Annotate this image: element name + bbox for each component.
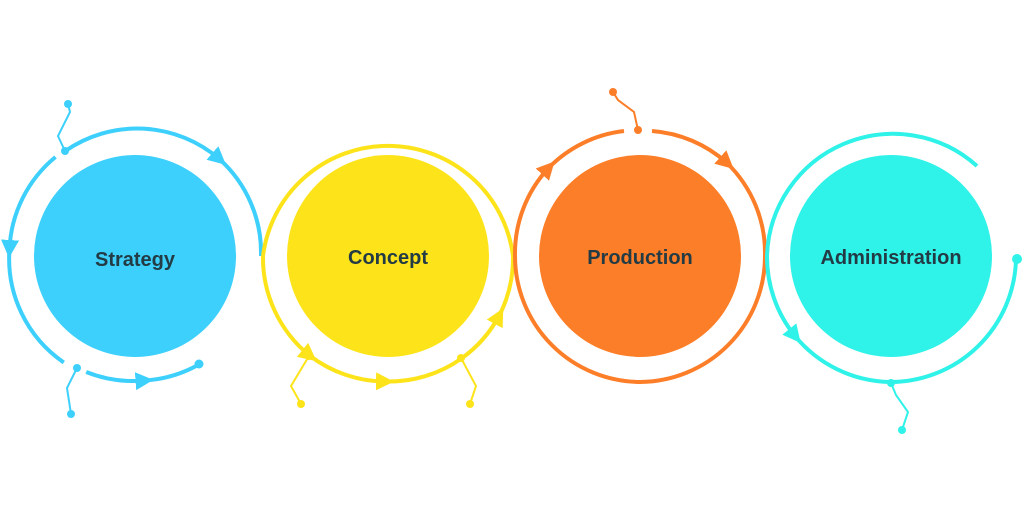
- strategy-outer-arc-bottom: [85, 362, 201, 391]
- administration-outer-arc-bottom: [793, 334, 891, 384]
- stage-strategy: Strategy: [1, 100, 264, 418]
- strategy-connector-top: [56, 100, 72, 155]
- concept-outer-arc-left: [260, 255, 317, 362]
- concept-label: Concept: [348, 247, 428, 269]
- stage-administration: Administration: [764, 131, 1022, 434]
- administration-circle: [790, 155, 992, 357]
- strategy-connector-bottom: [65, 364, 81, 418]
- production-circle: [539, 155, 741, 357]
- administration-outer-arc-top: [765, 131, 979, 257]
- strategy-label: Strategy: [95, 249, 176, 271]
- production-outer-arc-left: [512, 161, 555, 257]
- administration-connector-bottom: [887, 379, 910, 434]
- concept-connector-left: [289, 352, 313, 408]
- concept-outer-arc-right-lower: [497, 255, 516, 317]
- concept-outer-arc-bottom: [308, 353, 463, 391]
- concept-connector-right: [457, 354, 478, 408]
- administration-outer-arc-right: [889, 259, 1018, 384]
- production-outer-arc-top-left: [547, 129, 625, 170]
- concept-outer-arc-right: [460, 308, 504, 361]
- production-outer-arc-right: [513, 161, 768, 385]
- concept-circle: [287, 155, 489, 357]
- concept-outer-arc-top: [261, 143, 515, 257]
- strategy-circle: [34, 155, 236, 357]
- strategy-outer-arc-left: [1, 155, 65, 365]
- stage-concept: Concept: [260, 143, 516, 408]
- stage-production: Production: [512, 88, 768, 385]
- strategy-outer-arc-top: [64, 126, 264, 257]
- administration-outer-arc-left: [764, 255, 801, 344]
- production-label: Production: [587, 247, 693, 269]
- strategy-end-dot: [194, 359, 204, 369]
- production-outer-arc-top-right: [651, 129, 734, 170]
- administration-end-dot: [1012, 254, 1022, 264]
- administration-label: Administration: [820, 247, 961, 269]
- production-connector-top: [609, 88, 642, 134]
